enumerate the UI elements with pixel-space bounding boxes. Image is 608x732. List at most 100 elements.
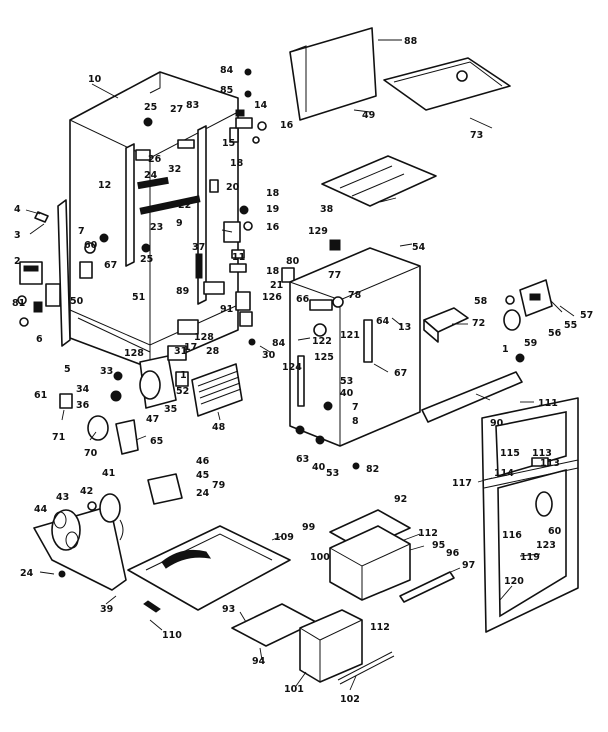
callout-35: 35 (164, 404, 177, 415)
callout-20: 20 (226, 182, 240, 193)
callout-85: 85 (220, 85, 233, 96)
callout-94: 94 (252, 656, 266, 667)
callout-39: 39 (100, 604, 113, 615)
callout-13: 13 (398, 322, 411, 333)
callout-3: 3 (14, 230, 21, 241)
freezer-liner (289, 247, 421, 470)
callout-99: 99 (302, 522, 315, 533)
cabinet (69, 71, 239, 369)
evaporator-cover (423, 307, 469, 343)
callout-24c: 24 (20, 568, 34, 579)
callout-7: 7 (78, 226, 85, 237)
callout-10: 10 (88, 74, 102, 85)
callout-27: 27 (170, 104, 183, 115)
callout-65: 65 (150, 436, 163, 447)
callout-53: 53 (340, 376, 353, 387)
callout-119: 119 (520, 552, 540, 563)
callout-32: 32 (168, 164, 181, 175)
callout-122: 122 (312, 336, 332, 347)
callout-5: 5 (64, 364, 71, 375)
callout-8: 8 (352, 416, 359, 427)
callout-83: 83 (186, 100, 199, 111)
callout-124: 124 (282, 362, 302, 373)
callout-45: 45 (196, 470, 209, 481)
callout-66: 66 (296, 294, 310, 305)
callout-126: 126 (262, 292, 282, 303)
callout-57: 57 (580, 310, 593, 321)
callout-71: 71 (52, 432, 65, 443)
callout-100: 100 (310, 552, 330, 563)
callout-128: 128 (194, 332, 214, 343)
callout-84: 84 (220, 65, 234, 76)
callout-4: 4 (14, 204, 21, 215)
callout-47: 47 (146, 414, 159, 425)
crisper-lower (231, 603, 395, 685)
callout-34: 34 (76, 384, 90, 395)
callout-137: 113 (540, 458, 560, 469)
callout-93: 93 (222, 604, 235, 615)
callout-9: 9 (176, 218, 183, 229)
callout-16b: 16 (266, 222, 280, 233)
callout-55: 55 (564, 320, 577, 331)
callout-36: 36 (76, 400, 90, 411)
callout-38: 38 (320, 204, 334, 215)
callout-22: 22 (178, 200, 191, 211)
callout-113: 113 (532, 448, 552, 459)
callout-60b: 60 (548, 526, 562, 537)
callout-53b: 53 (326, 468, 339, 479)
callout-129: 129 (308, 226, 328, 237)
callout-67: 67 (104, 260, 117, 271)
callout-33: 33 (100, 366, 113, 377)
callout-37: 37 (192, 242, 205, 253)
callout-112b: 112 (370, 622, 390, 633)
callout-18c: 18 (266, 266, 280, 277)
callout-48: 48 (212, 422, 226, 433)
callout-40b: 40 (312, 462, 326, 473)
inner-rail-assembly (125, 68, 252, 305)
left-rail-assembly (17, 199, 109, 347)
callout-109: 109 (274, 532, 294, 543)
mechanical-components (59, 345, 189, 455)
callout-89: 89 (176, 286, 189, 297)
control-assembly (503, 279, 553, 331)
callout-6: 6 (36, 334, 43, 345)
callout-60: 60 (84, 240, 98, 251)
callout-111: 111 (538, 398, 558, 409)
callout-42: 42 (80, 486, 93, 497)
callout-30: 30 (262, 350, 276, 361)
callout-46: 46 (196, 456, 210, 467)
callout-54: 54 (412, 242, 426, 253)
door-frame (481, 397, 579, 633)
callout-91: 91 (220, 304, 233, 315)
callout-73: 73 (470, 130, 483, 141)
callout-84b: 84 (272, 338, 286, 349)
callout-61: 61 (34, 390, 47, 401)
callout-64: 64 (376, 316, 390, 327)
callout-17: 17 (184, 342, 197, 353)
callout-40: 40 (340, 388, 354, 399)
callout-79: 79 (212, 480, 225, 491)
callout-101: 101 (284, 684, 304, 695)
callout-102: 102 (340, 694, 360, 705)
callout-92: 92 (394, 494, 407, 505)
callout-115: 115 (500, 448, 520, 459)
callout-51: 51 (132, 292, 145, 303)
callout-50: 50 (70, 296, 84, 307)
callout-19: 19 (266, 204, 279, 215)
callout-70: 70 (84, 448, 98, 459)
callout-95: 95 (432, 540, 445, 551)
top-panels (289, 27, 511, 207)
lower-bracket (421, 353, 525, 423)
callout-90: 90 (490, 418, 504, 429)
callout-80: 80 (286, 256, 300, 267)
callout-18b: 18 (266, 188, 280, 199)
grille (191, 363, 243, 417)
callout-110: 110 (162, 630, 182, 641)
callout-56: 56 (548, 328, 562, 339)
callout-77: 77 (328, 270, 341, 281)
callout-11: 11 (232, 252, 245, 263)
callout-121: 121 (340, 330, 360, 341)
bottom-hinge-assembly (177, 239, 341, 346)
callout-14: 14 (254, 100, 268, 111)
callout-44: 44 (34, 504, 48, 515)
